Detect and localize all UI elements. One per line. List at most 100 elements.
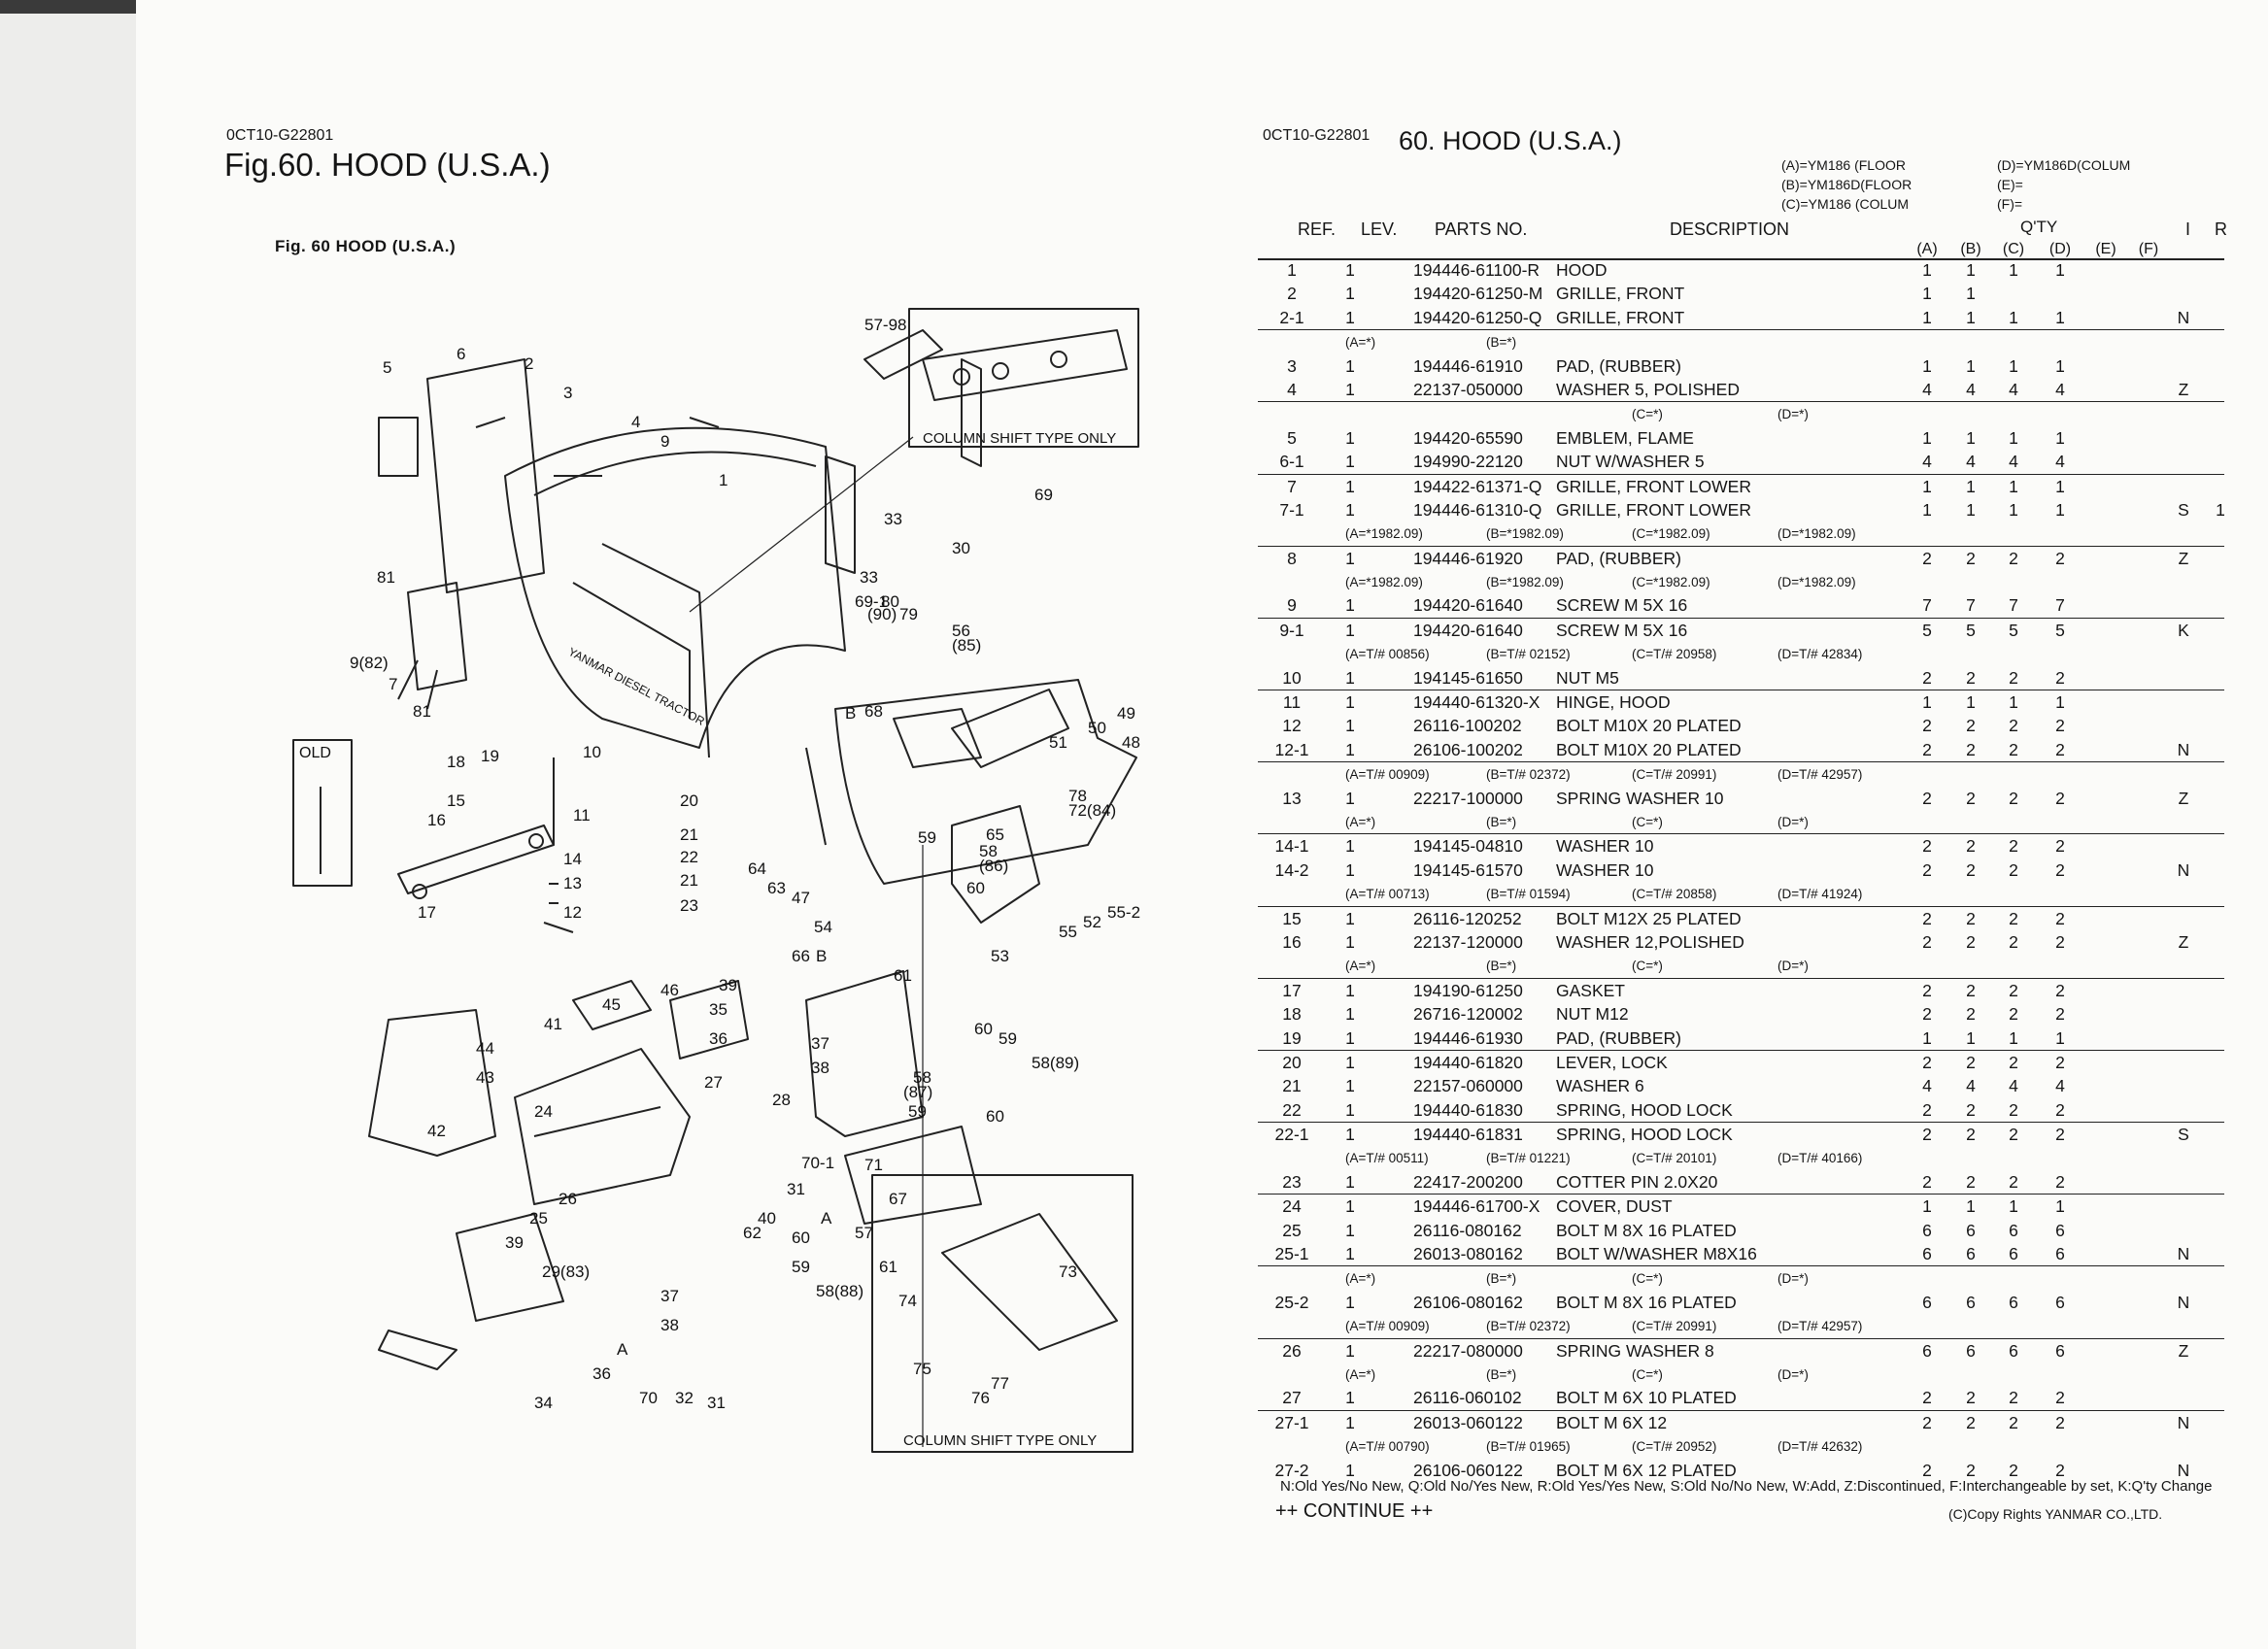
qty-c-cell: 6: [2009, 1292, 2018, 1312]
model-a: (A)=YM186 (FLOOR: [1781, 157, 1906, 173]
continue-note: ++ CONTINUE ++: [1275, 1500, 1434, 1522]
lev-cell: 1: [1345, 1099, 1355, 1120]
svg-text:58: 58: [979, 842, 998, 860]
ref-cell: 25: [1282, 1220, 1302, 1240]
svg-text:34: 34: [534, 1394, 553, 1412]
qty-d-cell: 1: [2055, 260, 2065, 280]
qty-b-cell: 6: [1966, 1340, 1976, 1361]
svg-text:9: 9: [660, 432, 669, 451]
i-code-cell: N: [2177, 739, 2190, 759]
parts-no-cell: 26116-060102: [1413, 1388, 1522, 1408]
parts-no-cell: 26106-060122: [1413, 1460, 1523, 1480]
qty-b-cell: 2: [1966, 716, 1976, 736]
i-code-cell: N: [2177, 1292, 2190, 1312]
svg-text:17: 17: [418, 903, 436, 922]
svg-text:25: 25: [529, 1209, 548, 1228]
qty-a-cell: 2: [1922, 667, 1932, 688]
qty-a-cell: 7: [1922, 595, 1932, 616]
parts-no-cell: 194420-61640: [1413, 595, 1523, 616]
serial-a: (A=T/# 00511): [1345, 1151, 1429, 1166]
serial-row: (A=*)(B=*)(C=*)(D=*): [1258, 1363, 2224, 1386]
qty-b-cell: 1: [1966, 260, 1976, 280]
svg-text:76: 76: [971, 1389, 990, 1407]
binder-top-strip: [0, 0, 136, 14]
svg-text:66: 66: [792, 947, 810, 965]
description-cell: GRILLE, FRONT LOWER: [1556, 476, 1751, 496]
svg-text:81: 81: [377, 568, 395, 587]
qty-c-cell: 2: [2009, 548, 2018, 568]
i-code-cell: N: [2177, 1412, 2190, 1432]
qty-c-cell: 1: [2009, 427, 2018, 448]
description-cell: BOLT M 8X 16 PLATED: [1556, 1292, 1737, 1312]
serial-c: (C=*1982.09): [1632, 575, 1710, 590]
qty-d-cell: 7: [2055, 595, 2065, 616]
svg-text:31: 31: [787, 1180, 805, 1198]
qty-c-cell: 1: [2009, 499, 2018, 520]
svg-text:38: 38: [660, 1316, 679, 1334]
svg-text:2: 2: [525, 354, 533, 373]
serial-a: (A=*): [1345, 1366, 1376, 1382]
qty-b-cell: 5: [1966, 620, 1976, 640]
qty-c-cell: 5: [2009, 620, 2018, 640]
qty-a-cell: 1: [1922, 427, 1932, 448]
parts-no-cell: 26116-080162: [1413, 1220, 1522, 1240]
serial-a: (A=*): [1345, 1271, 1376, 1287]
qty-a-cell: 2: [1922, 1460, 1932, 1480]
qty-d-cell: 6: [2055, 1244, 2065, 1264]
parts-no-cell: 26716-120002: [1413, 1004, 1523, 1025]
svg-text:29(83): 29(83): [542, 1262, 590, 1281]
hood-shape: [504, 426, 846, 749]
qty-d-cell: 4: [2055, 1076, 2065, 1096]
qty-c-cell: 2: [2009, 859, 2018, 880]
lev-cell: 1: [1345, 1388, 1355, 1408]
i-code-cell: Z: [2178, 379, 2189, 399]
lev-cell: 1: [1345, 1244, 1355, 1264]
parts-no-cell: 194420-61250-M: [1413, 284, 1543, 304]
svg-text:11: 11: [573, 806, 591, 824]
svg-text:59: 59: [918, 828, 936, 847]
parts-no-cell: 194145-61650: [1413, 667, 1523, 688]
svg-text:60: 60: [986, 1107, 1004, 1126]
svg-text:33: 33: [860, 568, 878, 587]
lev-cell: 1: [1345, 692, 1355, 713]
ref-cell: 14-1: [1274, 836, 1309, 857]
qty-c-cell: 1: [2009, 355, 2018, 376]
ref-cell: 14-2: [1274, 859, 1309, 880]
serial-b: (B=*): [1486, 959, 1517, 974]
qty-d-cell: 2: [2055, 548, 2065, 568]
qty-d-cell: 2: [2055, 1412, 2065, 1432]
qty-a-cell: 2: [1922, 931, 1932, 952]
lev-cell: 1: [1345, 1125, 1355, 1145]
serial-d: (D=*): [1777, 814, 1809, 829]
qty-a-cell: 2: [1922, 1388, 1932, 1408]
serial-b: (B=T/# 01594): [1486, 887, 1571, 902]
description-cell: PAD, (RUBBER): [1556, 355, 1681, 376]
qty-c-cell: 2: [2009, 1388, 2018, 1408]
qty-c-cell: 2: [2009, 1412, 2018, 1432]
description-cell: WASHER 10: [1556, 836, 1654, 857]
qty-c-cell: 2: [2009, 788, 2018, 808]
qty-b-cell: 2: [1966, 1052, 1976, 1072]
svg-text:52: 52: [1083, 913, 1101, 931]
qty-b-cell: 2: [1966, 931, 1976, 952]
qty-c-cell: 1: [2009, 260, 2018, 280]
serial-a: (A=T/# 00856): [1345, 647, 1430, 662]
ref-cell: 2-1: [1279, 307, 1304, 327]
svg-text:39: 39: [719, 976, 737, 994]
serial-d: (D=*1982.09): [1777, 526, 1856, 542]
svg-text:41: 41: [544, 1015, 562, 1033]
serial-a: (A=T/# 00713): [1345, 887, 1430, 902]
svg-text:59: 59: [792, 1258, 810, 1276]
qty-c-cell: 2: [2009, 739, 2018, 759]
svg-text:69: 69: [1034, 486, 1053, 504]
ref-cell: 11: [1282, 692, 1302, 713]
serial-d: (D=T/# 42834): [1777, 647, 1863, 662]
bracket-upper: [669, 980, 749, 1060]
serial-row: (A=*1982.09)(B=*1982.09)(C=*1982.09)(D=*…: [1258, 522, 2224, 545]
parts-no-cell: 26013-060122: [1413, 1412, 1523, 1432]
qty-d-cell: 2: [2055, 1099, 2065, 1120]
qty-a-cell: 1: [1922, 260, 1932, 280]
svg-text:A: A: [617, 1340, 628, 1359]
